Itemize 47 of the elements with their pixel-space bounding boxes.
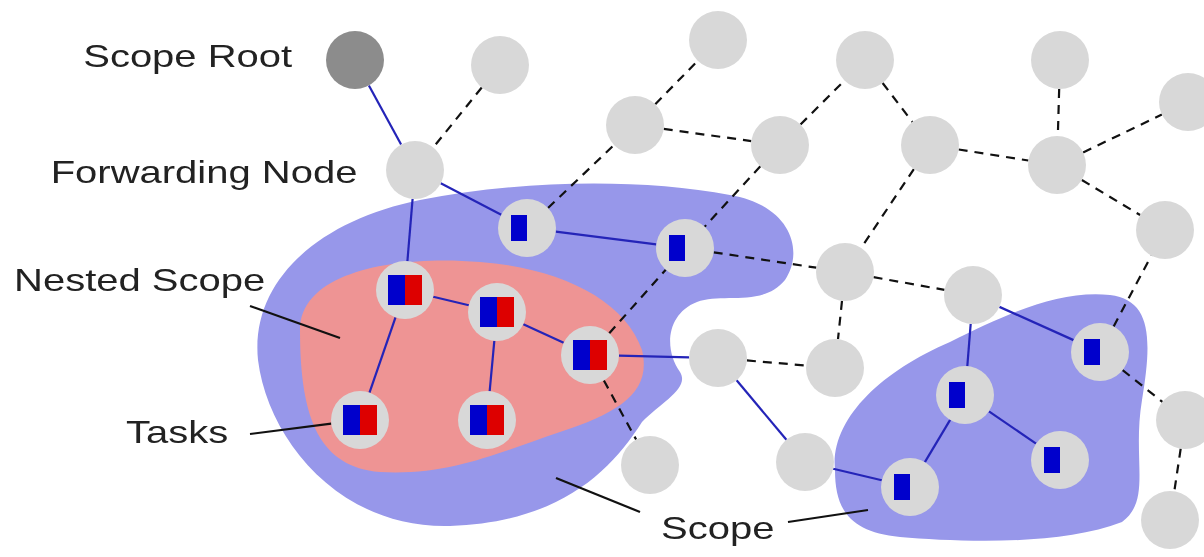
leader-line [787,508,869,524]
link-line [547,144,615,209]
link-line [713,251,817,269]
link-line [735,379,788,441]
link-line [367,84,403,146]
leader-line [249,304,341,340]
link-line [746,359,807,367]
root-node [326,31,384,89]
network-node [1156,391,1204,449]
callout-label: Scope [661,510,775,546]
callout-label: Nested Scope [14,262,266,298]
network-node [751,116,809,174]
link-line [432,295,470,307]
link-line [602,379,638,441]
leader-line [555,477,641,513]
link-line [988,410,1037,445]
link-line [522,323,565,344]
link-line [832,467,883,482]
network-node [606,96,664,154]
link-line [1082,113,1163,154]
link-line [618,354,690,359]
link-line [555,230,657,246]
link-line [966,323,972,367]
link-line [923,419,952,463]
link-line [368,317,397,393]
link-line [440,182,502,216]
link-line [703,165,762,228]
link-line [608,268,667,335]
link-line [406,198,414,262]
callout-label: Tasks [126,414,229,450]
link-line [1173,448,1182,492]
link-line [1081,179,1141,216]
link-line [881,82,914,123]
network-node [1159,73,1204,131]
link-line [836,300,844,340]
node-caption: Scope Root [83,38,292,74]
link-line [958,148,1029,162]
node-caption: Forwarding Node [50,154,357,190]
link-line [663,127,752,143]
link-line [999,305,1074,342]
link-line [488,340,496,392]
link-line [654,60,699,105]
leader-line [249,422,332,436]
network-node [386,141,444,199]
network-node [776,433,834,491]
link-line [873,276,945,291]
network-node [816,243,874,301]
